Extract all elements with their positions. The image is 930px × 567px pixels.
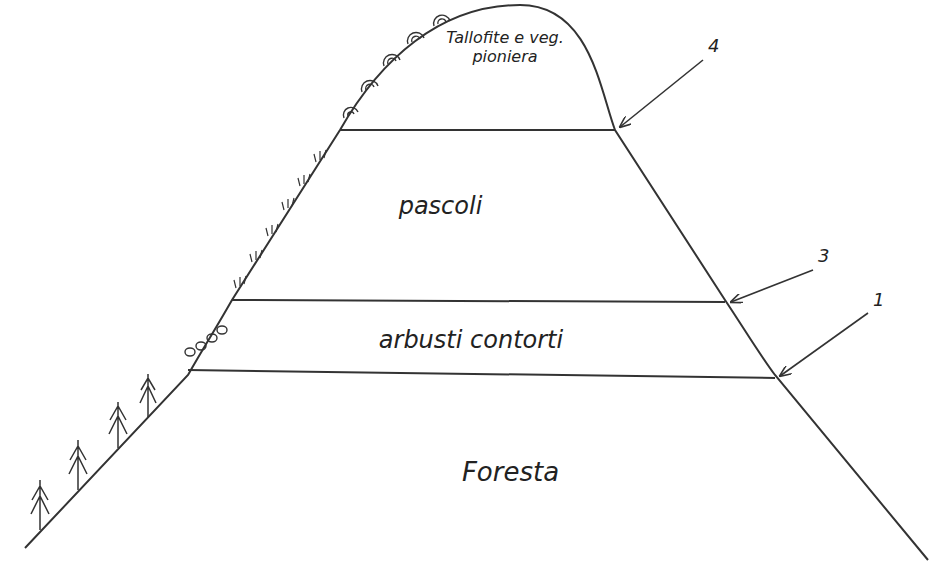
- callout-number: 1: [873, 290, 884, 310]
- vegetation-zone: arbusti contorti: [374, 324, 568, 357]
- zone-label: pascoli: [398, 192, 483, 221]
- zone-label: arbusti contorti: [378, 326, 564, 355]
- zone-boundary: [232, 300, 725, 302]
- shrub-symbols: [185, 326, 227, 356]
- zone-label: Foresta: [461, 457, 560, 488]
- zone-label: Tallofite e veg. pioniera: [444, 28, 566, 66]
- zone-boundary: [188, 370, 775, 378]
- zone-boundary: [340, 129, 615, 131]
- callout-number: 4: [708, 36, 719, 56]
- vegetation-zone: pascoli: [394, 190, 487, 223]
- callout-arrow: [780, 313, 868, 376]
- moss-symbols: [343, 15, 450, 118]
- vegetation-zone: Foresta: [457, 455, 564, 490]
- callout-arrow: [731, 270, 813, 302]
- tree-symbols: [31, 374, 156, 530]
- vegetation-zone: Tallofite e veg. pioniera: [440, 26, 570, 68]
- mountain-outline: [25, 5, 928, 560]
- callout-number: 3: [818, 246, 829, 266]
- callout-arrow: [620, 60, 703, 127]
- grass-symbols: [234, 150, 326, 288]
